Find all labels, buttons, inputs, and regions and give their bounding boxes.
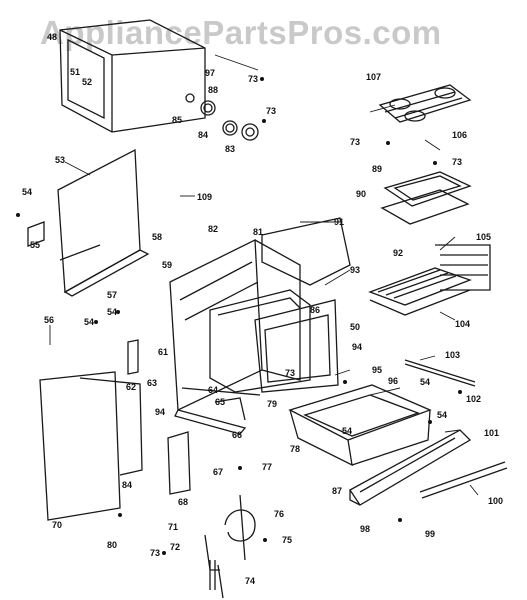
callout-98: 98 — [360, 524, 370, 534]
hinge-parts — [127, 339, 247, 495]
callout-80: 80 — [107, 540, 117, 550]
callout-54-c: 54 — [84, 317, 94, 327]
callout-84-b: 84 — [122, 480, 132, 490]
callout-73-c: 73 — [350, 137, 360, 147]
callout-101: 101 — [484, 428, 499, 438]
callout-57: 57 — [107, 290, 117, 300]
callout-52: 52 — [82, 77, 92, 87]
callout-74: 74 — [245, 576, 255, 586]
callout-100: 100 — [488, 496, 503, 506]
callout-84: 84 — [198, 130, 208, 140]
callout-70: 70 — [52, 520, 62, 530]
oven-door — [39, 371, 143, 521]
leader-lines — [49, 54, 479, 496]
callout-105: 105 — [476, 232, 491, 242]
callout-83: 83 — [225, 144, 235, 154]
callout-64: 64 — [208, 385, 218, 395]
callout-73-e: 73 — [285, 368, 295, 378]
oven-rack — [368, 244, 491, 316]
callout-109: 109 — [197, 192, 212, 202]
callout-66: 66 — [232, 430, 242, 440]
rear-housing — [59, 19, 206, 133]
callout-107: 107 — [366, 72, 381, 82]
callout-99: 99 — [425, 529, 435, 539]
callout-88: 88 — [208, 85, 218, 95]
callout-73-f: 73 — [150, 548, 160, 558]
callout-93: 93 — [350, 265, 360, 275]
callout-102: 102 — [466, 394, 481, 404]
callout-73-a: 73 — [248, 74, 258, 84]
callout-71: 71 — [168, 522, 178, 532]
callout-53: 53 — [55, 155, 65, 165]
callout-78: 78 — [290, 444, 300, 454]
callout-92: 92 — [393, 248, 403, 258]
callout-82: 82 — [208, 224, 218, 234]
callout-91: 91 — [334, 217, 344, 227]
callout-65: 65 — [215, 397, 225, 407]
callout-54-b: 54 — [107, 307, 117, 317]
callout-67: 67 — [213, 467, 223, 477]
burner-rings — [185, 93, 259, 141]
callout-86: 86 — [310, 305, 320, 315]
callout-54-e: 54 — [437, 410, 447, 420]
callout-51: 51 — [70, 67, 80, 77]
callout-55: 55 — [30, 240, 40, 250]
callout-62: 62 — [126, 382, 136, 392]
callout-75: 75 — [282, 535, 292, 545]
callout-68: 68 — [178, 497, 188, 507]
callout-59: 59 — [162, 260, 172, 270]
callout-79: 79 — [267, 399, 277, 409]
callout-106: 106 — [452, 130, 467, 140]
fastener-dots — [16, 77, 462, 555]
storage-drawer — [288, 384, 432, 467]
watermark-text: AppliancePartsPros.com — [40, 14, 442, 51]
callout-103: 103 — [445, 350, 460, 360]
callout-73-b: 73 — [266, 106, 276, 116]
callout-labels: 48 51 52 97 88 85 84 83 73 73 107 106 73… — [22, 32, 503, 586]
broiler-pan — [380, 171, 472, 225]
callout-89: 89 — [372, 164, 382, 174]
callout-73-d: 73 — [452, 157, 462, 167]
callout-81: 81 — [253, 227, 263, 237]
callout-76: 76 — [274, 509, 284, 519]
callout-77: 77 — [262, 462, 272, 472]
side-panel — [27, 148, 150, 297]
callout-95: 95 — [372, 365, 382, 375]
callout-48: 48 — [47, 32, 57, 42]
callout-54-d: 54 — [420, 377, 430, 387]
callout-87: 87 — [332, 486, 342, 496]
callout-94-a: 94 — [352, 342, 362, 352]
callout-56: 56 — [44, 315, 54, 325]
callout-54-f: 54 — [342, 426, 352, 436]
drawer-front — [349, 429, 508, 506]
callout-96: 96 — [388, 376, 398, 386]
callout-63: 63 — [147, 378, 157, 388]
callout-97: 97 — [205, 68, 215, 78]
side-rail — [404, 359, 476, 387]
callout-94-b: 94 — [155, 407, 165, 417]
callout-58-a: 58 — [152, 232, 162, 242]
callout-72: 72 — [170, 542, 180, 552]
callout-104: 104 — [455, 319, 470, 329]
callout-61: 61 — [158, 347, 168, 357]
callout-90: 90 — [356, 189, 366, 199]
callout-54-a: 54 — [22, 187, 32, 197]
callout-50: 50 — [350, 322, 360, 332]
oven-body — [169, 217, 351, 412]
callout-85: 85 — [172, 115, 182, 125]
latch-assembly — [204, 494, 256, 599]
broiler-element — [378, 84, 472, 123]
